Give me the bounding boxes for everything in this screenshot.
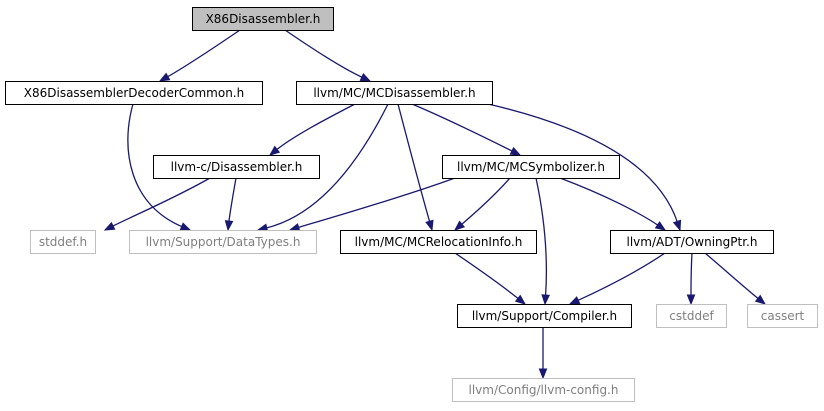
edge-line	[275, 103, 356, 151]
edge-line	[577, 252, 666, 302]
node-cstddef: cstddef	[656, 304, 727, 328]
edge-line	[111, 177, 211, 228]
edge-arrowhead	[686, 294, 696, 306]
edge-arrowhead	[179, 222, 192, 231]
edge-line	[297, 177, 456, 229]
edge-line	[127, 103, 183, 228]
node-label: X86DisassemblerDecoderCommon.h	[24, 86, 244, 100]
edge-arrowhead	[509, 146, 522, 156]
edge-arrowhead	[568, 296, 581, 305]
node-box	[442, 155, 620, 179]
node-datatypes: llvm/Support/DataTypes.h	[129, 230, 317, 254]
edge-mcsym-to-owningptr	[559, 177, 667, 231]
edge-arrowhead	[541, 294, 550, 306]
edge-mcsym-to-mcreloc	[453, 177, 511, 231]
edge-line	[487, 103, 679, 223]
node-mcsym[interactable]: llvm/MC/MCSymbolizer.h	[442, 155, 620, 179]
edge-line	[284, 29, 364, 79]
node-mcdis[interactable]: llvm/MC/MCDisassembler.h	[296, 81, 493, 105]
edge-llvmc-to-datatypes	[224, 177, 237, 232]
edge-mcreloc-to-compiler	[454, 252, 527, 305]
node-box	[5, 81, 263, 105]
node-label: llvm/Support/Compiler.h	[472, 309, 617, 323]
edge-mcsym-to-compiler	[535, 177, 550, 306]
edge-mcdis-to-owningptr	[487, 103, 682, 232]
node-box	[747, 304, 818, 328]
edge-arrowhead	[672, 219, 682, 232]
node-box	[340, 230, 537, 254]
edge-owningptr-to-cstddef	[686, 252, 696, 306]
edge-owningptr-to-compiler	[568, 252, 666, 305]
node-label: llvm/MC/MCRelocationInfo.h	[355, 235, 523, 249]
node-label: llvm/MC/MCSymbolizer.h	[457, 160, 605, 174]
node-box	[30, 230, 96, 254]
edge-arrowhead	[538, 368, 548, 380]
node-box	[296, 81, 493, 105]
node-box	[610, 230, 774, 254]
edge-compiler-to-config	[538, 326, 548, 380]
edge-line	[535, 177, 547, 297]
node-label: X86Disassembler.h	[206, 12, 321, 26]
edge-arrowhead	[158, 72, 171, 82]
node-decoder[interactable]: X86DisassemblerDecoderCommon.h	[5, 81, 263, 105]
node-label: llvm/Config/llvm-config.h	[469, 383, 619, 397]
node-label: cassert	[761, 309, 805, 323]
edge-x86dis-to-decoder	[158, 29, 241, 82]
edge-llvmc-to-stddef	[103, 177, 211, 231]
edge-arrowhead	[754, 294, 767, 305]
edge-line	[454, 252, 520, 300]
edge-arrowhead	[268, 145, 281, 156]
node-label: llvm/MC/MCDisassembler.h	[313, 86, 475, 100]
edge-mcdis-to-mcsym	[411, 103, 522, 156]
node-box	[656, 304, 727, 328]
node-label: llvm/Support/DataTypes.h	[146, 235, 301, 249]
edge-x86dis-to-mcdis	[284, 29, 372, 82]
edge-mcdis-to-mcreloc	[397, 103, 434, 232]
edge-arrowhead	[514, 294, 527, 305]
edge-arrowhead	[224, 220, 234, 232]
node-owningptr[interactable]: llvm/ADT/OwningPtr.h	[610, 230, 774, 254]
edge-arrowhead	[288, 223, 301, 232]
edge-arrowhead	[654, 221, 667, 231]
node-mcreloc[interactable]: llvm/MC/MCRelocationInfo.h	[340, 230, 537, 254]
edge-line	[411, 103, 514, 153]
node-box	[457, 304, 632, 328]
node-cassert: cassert	[747, 304, 818, 328]
node-label: llvm/ADT/OwningPtr.h	[627, 235, 758, 249]
node-config: llvm/Config/llvm-config.h	[452, 378, 635, 402]
edge-arrowhead	[103, 221, 116, 231]
node-llvmc[interactable]: llvm-c/Disassembler.h	[153, 155, 320, 179]
node-compiler[interactable]: llvm/Support/Compiler.h	[457, 304, 632, 328]
edge-arrowhead	[453, 220, 466, 231]
node-box	[153, 155, 320, 179]
edges-layer	[103, 29, 767, 380]
edge-line	[265, 103, 389, 229]
node-label: cstddef	[669, 309, 714, 323]
nodes-layer: X86Disassembler.hX86DisassemblerDecoderC…	[5, 7, 818, 402]
node-box	[192, 7, 334, 31]
edge-owningptr-to-cassert	[704, 252, 767, 305]
edge-arrowhead	[425, 219, 434, 232]
node-stddef: stddef.h	[30, 230, 96, 254]
edge-line	[166, 29, 241, 78]
edge-line	[228, 177, 237, 223]
edge-mcdis-to-llvmc	[268, 103, 356, 156]
node-label: stddef.h	[39, 235, 87, 249]
edge-line	[704, 252, 760, 300]
node-box	[129, 230, 317, 254]
edge-arrowhead	[359, 73, 372, 82]
edge-line	[559, 177, 659, 227]
node-box	[452, 378, 635, 402]
node-x86dis[interactable]: X86Disassembler.h	[192, 7, 334, 31]
edge-decoder-to-datatypes	[127, 103, 192, 231]
edge-line	[690, 252, 693, 297]
node-label: llvm-c/Disassembler.h	[171, 160, 303, 174]
edge-line	[397, 103, 431, 223]
edge-line	[460, 177, 511, 226]
